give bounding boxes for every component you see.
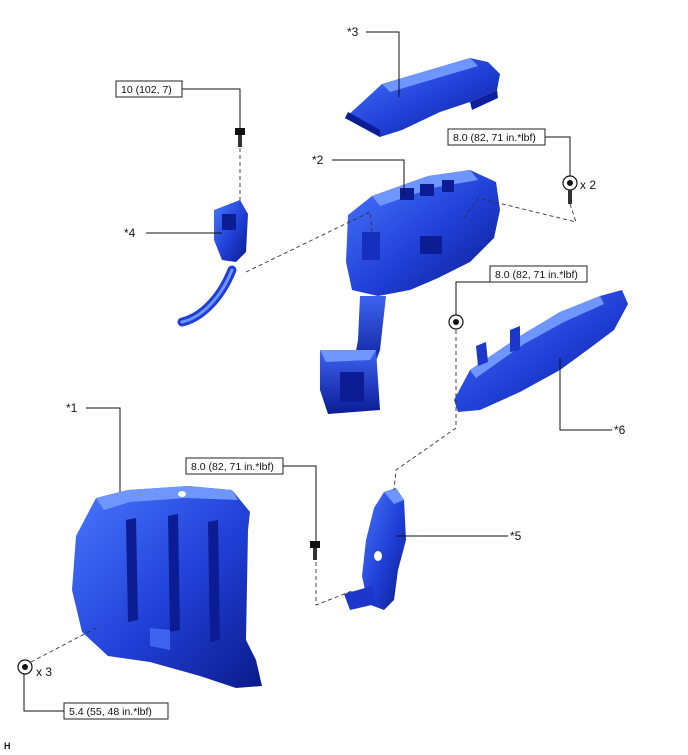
torque-text-part-6: 8.0 (82, 71 in.*lbf) xyxy=(495,269,578,281)
part-2-relay-block xyxy=(320,170,500,414)
nut-part-6 xyxy=(448,314,464,330)
bolt-part-5 xyxy=(310,541,320,560)
torque-spec-part-5: 8.0 (82, 71 in.*lbf) xyxy=(185,457,284,475)
torque-spec-part-4: 10 (102, 7) xyxy=(115,80,183,98)
leader-lines xyxy=(23,31,612,712)
torque-spec-part-6: 8.0 (82, 71 in.*lbf) xyxy=(489,265,588,283)
label-part-5: *5 xyxy=(510,529,522,543)
part-4-wire-connector xyxy=(177,200,248,327)
part-3-cover xyxy=(345,58,500,137)
bolt-part-4 xyxy=(235,128,245,147)
label-part-3: *3 xyxy=(347,25,359,39)
part-5-bracket xyxy=(344,488,406,610)
part-1-shield-panel xyxy=(72,486,262,688)
label-part-2: *2 xyxy=(312,153,324,167)
part-labels: *3 *2 *4 *1 *6 *5 xyxy=(66,25,626,543)
bolt-part-1 xyxy=(17,659,33,675)
quantity-part-1: x 3 xyxy=(36,665,52,679)
label-part-4: *4 xyxy=(124,226,136,240)
torque-spec-part-1: 5.4 (55, 48 in.*lbf) xyxy=(63,702,169,720)
torque-text-part-4: 10 (102, 7) xyxy=(121,84,172,96)
label-part-6: *6 xyxy=(614,423,626,437)
label-part-1: *1 xyxy=(66,401,78,415)
torque-text-part-2: 8.0 (82, 71 in.*lbf) xyxy=(453,132,536,144)
quantity-part-2: x 2 xyxy=(580,178,596,192)
torque-text-part-5: 8.0 (82, 71 in.*lbf) xyxy=(191,461,274,473)
torque-spec-part-2: 8.0 (82, 71 in.*lbf) xyxy=(447,128,546,146)
bolt-part-2 xyxy=(562,175,578,204)
part-6-bracket xyxy=(454,290,628,412)
alignment-lines xyxy=(30,148,577,663)
diagram-code: H xyxy=(4,741,11,751)
torque-text-part-1: 5.4 (55, 48 in.*lbf) xyxy=(69,706,152,718)
